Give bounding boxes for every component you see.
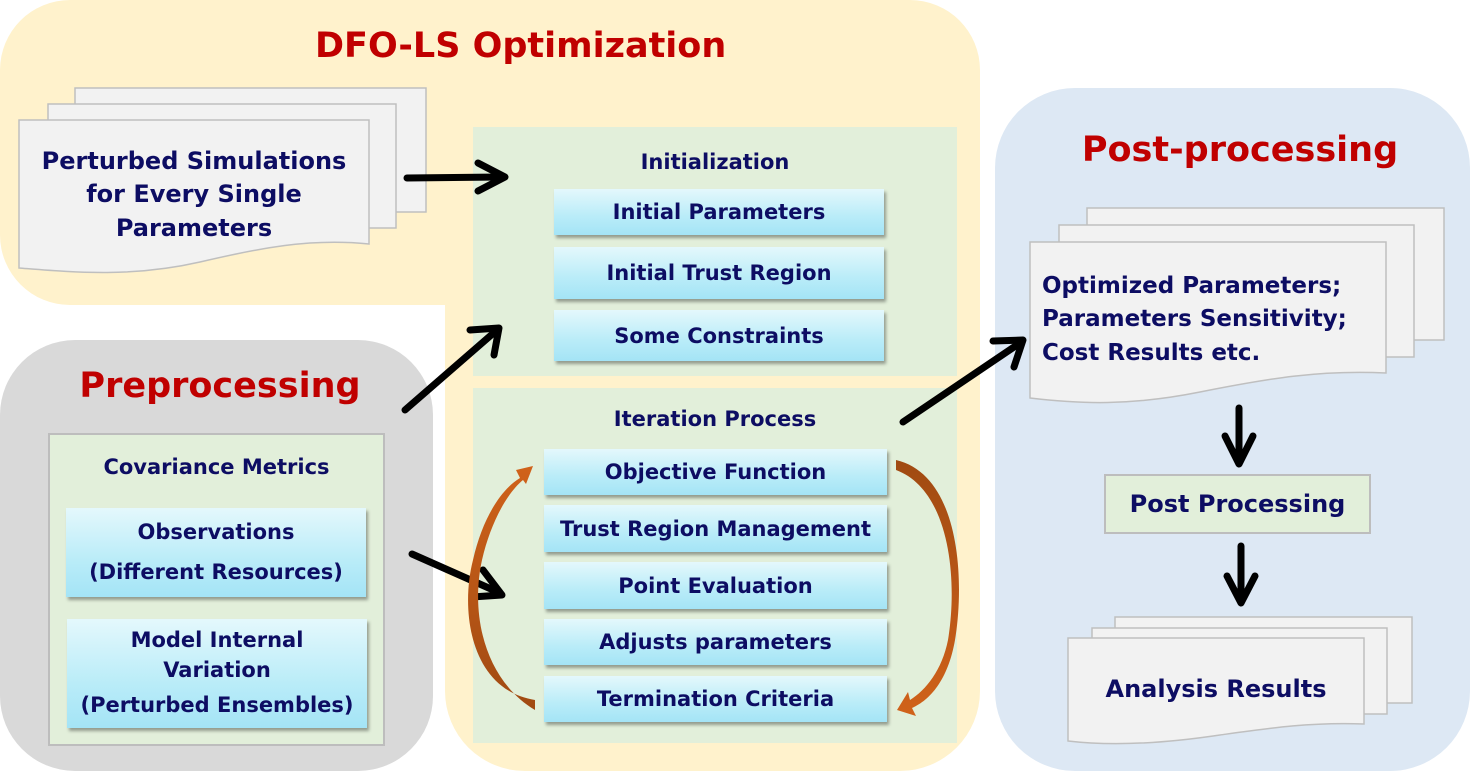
post-processing-step: Post Processing [1104, 474, 1371, 534]
observations-box: Observations (Different Resources) [66, 508, 366, 597]
iter-step-point-evaluation: Point Evaluation [544, 562, 887, 609]
model-variation-box: Model Internal Variation (Perturbed Ense… [67, 619, 367, 728]
covariance-heading: Covariance Metrics [103, 455, 330, 479]
results-line: Optimized Parameters; [1042, 272, 1342, 299]
arrow-right-icon [403, 159, 509, 195]
curved-arrow-up-icon [468, 466, 535, 710]
perturbed-line: Perturbed Simulations [41, 146, 347, 175]
init-step-some-constraints: Some Constraints [554, 310, 884, 361]
preprocessing-title: Preprocessing [79, 366, 361, 406]
arrow-up-right-icon [401, 324, 503, 414]
iter-step-adjusts-parameters: Adjusts parameters [544, 619, 887, 665]
doc-page-front [1067, 637, 1365, 745]
arrow-down-icon [1223, 542, 1259, 607]
iter-step-trust-region-management: Trust Region Management [544, 505, 887, 552]
curved-arrow-down-icon [896, 460, 960, 716]
perturbed-line: for Every Single [86, 180, 302, 209]
analysis-doc-stack [1067, 616, 1413, 745]
results-doc-text: Optimized Parameters; Parameters Sensiti… [1042, 268, 1386, 372]
arrow-up-right-icon [899, 336, 1027, 426]
iteration-heading: Iteration Process [613, 407, 817, 431]
analysis-results-label: Analysis Results [1105, 675, 1327, 704]
observations-line: (Different Resources) [89, 559, 343, 584]
model-variation-line: (Perturbed Ensembles) [80, 693, 354, 718]
results-line: Cost Results etc. [1042, 339, 1261, 366]
initialization-heading: Initialization [640, 150, 790, 174]
observations-line: Observations [137, 519, 295, 544]
dfo-ls-title: DFO-LS Optimization [315, 26, 727, 66]
iter-step-objective-function: Objective Function [544, 449, 887, 495]
arrow-down-icon [1221, 404, 1257, 468]
iter-step-termination-criteria: Termination Criteria [544, 676, 887, 722]
results-doc-stack [1029, 207, 1445, 404]
model-variation-line: Model Internal [130, 628, 304, 653]
init-step-initial-parameters: Initial Parameters [554, 189, 884, 235]
arrow-down-right-icon [408, 550, 506, 601]
doc-page-front [18, 119, 370, 274]
perturbed-doc-stack [18, 87, 427, 274]
perturbed-doc-text: Perturbed Simulations for Every Single P… [19, 140, 369, 250]
model-variation-line: Variation [163, 657, 271, 682]
results-line: Parameters Sensitivity; [1042, 306, 1347, 333]
postprocessing-title: Post-processing [1081, 130, 1399, 170]
perturbed-line: Parameters [115, 213, 273, 242]
init-step-initial-trust-region: Initial Trust Region [554, 247, 884, 299]
doc-page-front [1029, 241, 1387, 404]
